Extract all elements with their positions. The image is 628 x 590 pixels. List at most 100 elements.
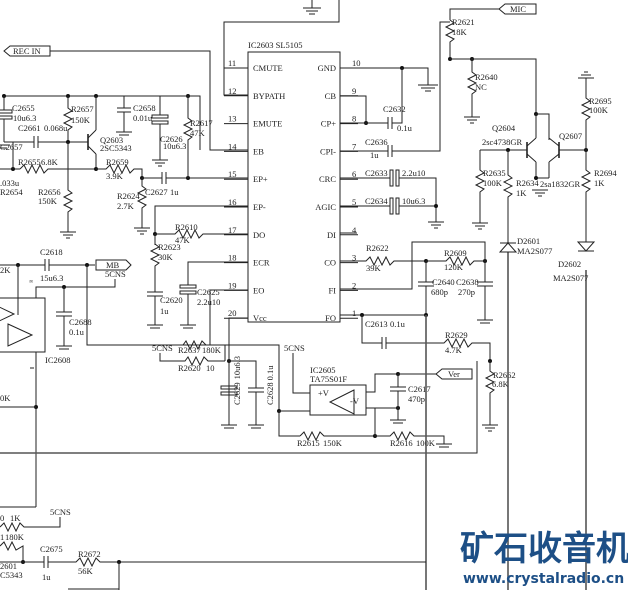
r2672-ref: R2672 (78, 549, 101, 559)
r2659-val: 3.9K (106, 171, 124, 181)
resistor-r2624 (136, 178, 148, 228)
c2661-val: 0.068u (44, 123, 68, 133)
ic2603-pin-number: 4 (352, 225, 357, 235)
r2623-ref: R2623 (158, 242, 181, 252)
rail-5cns-mb: 5CNS (105, 269, 126, 279)
ic2608-ref: IC2608 (45, 355, 71, 365)
resistor-r1-180k (0, 540, 24, 562)
ic2603-pin-number: 3 (352, 253, 356, 263)
r2609-val: 120K (444, 262, 464, 272)
r2640-val: NC (475, 82, 487, 92)
ic2603-pin-name: EO (253, 285, 264, 295)
r2659-ref: R2659 (106, 157, 129, 167)
c2613-ref: C2613 (365, 319, 388, 329)
r2694-ref: R2694 (594, 168, 617, 178)
ground-symbol (134, 227, 150, 235)
ic2603-pin-name: EMUTE (253, 119, 282, 129)
capacitor-c2629 (220, 385, 238, 429)
c2633-ref: C2633 (365, 168, 388, 178)
c2661-ref: C2661 (18, 123, 41, 133)
ic2603-pin-name: FO (325, 313, 336, 323)
c2636-val: 1u (370, 150, 379, 160)
c2626-ref: C2626 (160, 134, 183, 144)
resistor-r2615 (299, 430, 375, 442)
q2604-val: 2sc4738GR (482, 137, 522, 147)
ground-symbol (303, 0, 321, 15)
ic2603-pin-number: 15 (228, 169, 237, 179)
ic2603-pin-number: 18 (228, 253, 237, 263)
ic2605-ref: IC2605 (310, 365, 336, 375)
ver-label: Ver (448, 369, 460, 379)
capacitor-c2628 (248, 387, 264, 429)
r2610-val: 47K (175, 235, 191, 245)
ic2603-pin-name: CMUTE (253, 63, 283, 73)
c2640-val: 680p (431, 287, 448, 297)
c2638-val: 270p (458, 287, 475, 297)
rail-5cns-c: 5CNS (50, 507, 71, 517)
c2675-val: 1u (42, 572, 51, 582)
c2634-ref: C2634 (365, 196, 388, 206)
r2616-ref: R2616 (390, 438, 413, 448)
mb-label: MB (106, 260, 120, 270)
ver-port: Ver (435, 368, 473, 380)
resistor-r2617 (182, 96, 194, 178)
resistor-r2634 (502, 150, 514, 242)
resistor-r2695 (580, 78, 592, 150)
r2615-ref: R2615 (297, 438, 320, 448)
c2657-val: .033u (0, 178, 20, 188)
c2655-ref: C2655 (12, 103, 35, 113)
r2662-val: 6.8K (492, 379, 510, 389)
transistor-q2603 (87, 96, 97, 169)
ground-symbol (428, 221, 444, 229)
c2634-val: 10u6.3 (402, 196, 425, 206)
ground-symbol (578, 71, 594, 79)
r2662-ref: R2662 (493, 370, 516, 380)
r2620-ref: R2620 (178, 363, 201, 373)
ic2603-pin-number: 9 (352, 86, 356, 96)
r2635-val: 100K (483, 178, 503, 188)
resistor-r2620 (159, 353, 225, 367)
ic2603-pin-name: CP+ (321, 119, 336, 129)
q2603-ref: Q2603 (100, 135, 123, 145)
r2615-val: 150K (323, 438, 343, 448)
c2620-ref: C2620 (160, 295, 183, 305)
capacitor-c2638 (477, 261, 493, 324)
c2617-ref: C2617 (408, 384, 431, 394)
q2604-ref: Q2604 (492, 123, 516, 133)
mb-port: MB (95, 259, 132, 271)
c2632-ref: C2632 (383, 104, 406, 114)
ic2605-part: TA75S01F (310, 374, 347, 384)
ground-symbol (464, 116, 480, 124)
ground-symbol (532, 189, 548, 197)
watermark-logo: 矿石收音机 www.crystalradio.cn (460, 529, 628, 587)
r2640-ref: R2640 (475, 72, 498, 82)
ic2603-pin-number: 12 (228, 86, 237, 96)
r2620-val: 10 (206, 363, 215, 373)
r2617-ref: R2617 (190, 118, 213, 128)
ic2603-body (247, 51, 341, 323)
r2695-ref: R2695 (589, 96, 612, 106)
c2675-ref: C2675 (40, 544, 63, 554)
ic2605-vplus: +V (318, 388, 330, 398)
r2654-ref: R2654 (0, 187, 23, 197)
r2634-val: 1K (516, 188, 527, 198)
d2602-ref: D2602 (558, 259, 581, 269)
r2695-val: 100K (589, 105, 609, 115)
ic2603-pin-number: 19 (228, 280, 237, 290)
capacitor-c2658 (116, 96, 132, 136)
ic2608-note: ∞ (29, 279, 33, 285)
ic2603-pin-name: DO (253, 230, 265, 240)
r2657-val: 150K (71, 115, 91, 125)
q2601-val: C5343 (0, 570, 23, 580)
ic2603-pin-name: CPI- (320, 146, 336, 156)
c2658-ref: C2658 (133, 103, 156, 113)
resistor-r2622 (340, 255, 426, 267)
c2627-ref: C2627 (145, 187, 168, 197)
r2694-val: 1K (594, 178, 605, 188)
diode-d2601 (498, 242, 518, 253)
c2618-ref: C2618 (40, 247, 63, 257)
resistor-r2656 (62, 142, 74, 232)
c2688-val: 0.1u (69, 327, 85, 337)
r2634-ref: R2634 (516, 178, 539, 188)
